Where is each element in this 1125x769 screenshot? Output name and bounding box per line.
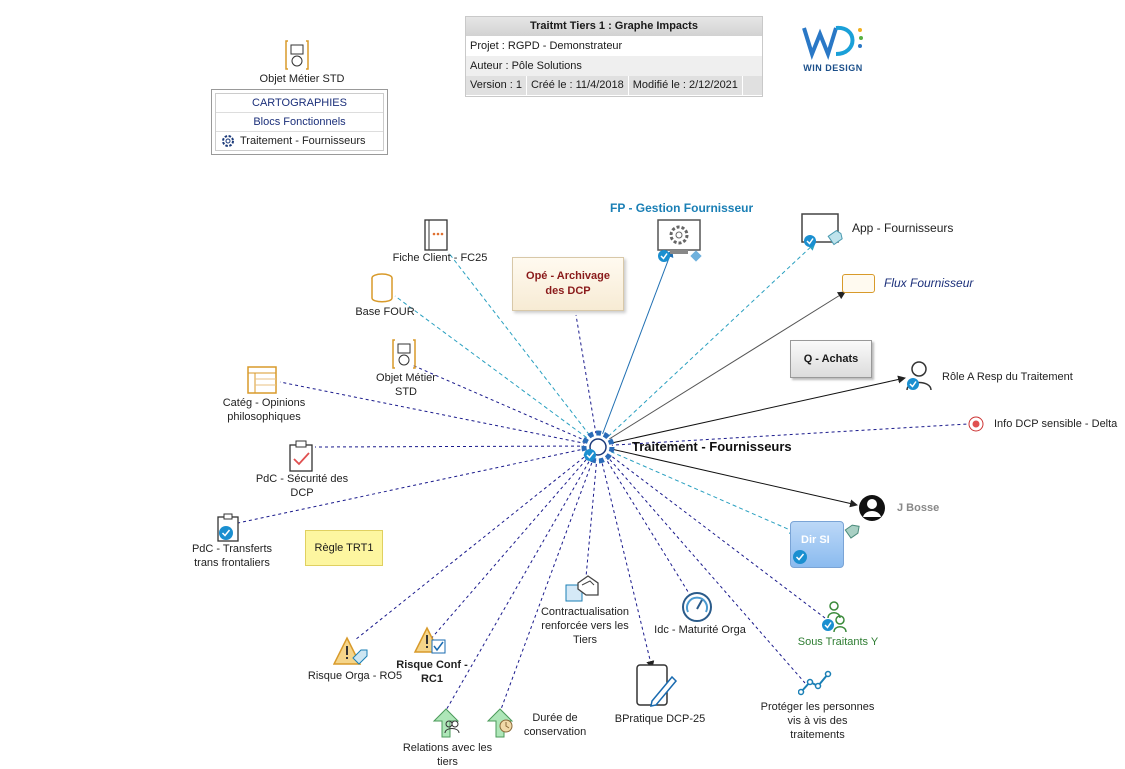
warning-tag-icon[interactable]: [332, 636, 369, 668]
info-label[interactable]: Info DCP sensible - Delta: [994, 418, 1118, 430]
link-objet: [411, 364, 599, 447]
header-meta: Version : 1 Créé le : 11/4/2018 Modifié …: [466, 76, 762, 95]
link-pdc-securite: [314, 445, 599, 448]
duree-label[interactable]: Durée de conservation: [523, 712, 587, 738]
header-version: Version : 1: [466, 76, 527, 95]
logo-text: WIN DESIGN: [803, 63, 863, 73]
regle-note[interactable]: Règle TRT1: [305, 530, 383, 566]
header-cree: Créé le : 11/4/2018: [527, 76, 629, 95]
link-risque-orga: [354, 445, 599, 641]
traitement-gear-icon[interactable]: [578, 427, 618, 467]
header-auteur: Auteur : Pôle Solutions: [466, 56, 762, 76]
link-role: [597, 375, 906, 447]
group-people-icon[interactable]: [818, 600, 848, 634]
contract-label[interactable]: Contractualisation renforcée vers les Ti…: [540, 606, 630, 646]
link-contract: [584, 445, 599, 589]
gear-icon: [220, 133, 236, 155]
legend-object-label: Objet Métier STD: [259, 73, 345, 85]
handshake-sign-icon[interactable]: [564, 573, 600, 603]
green-arrow-people-icon[interactable]: [430, 707, 462, 739]
object-std-node-icon[interactable]: [392, 339, 416, 369]
ope-archivage-box[interactable]: Opé - Archivage des DCP: [512, 257, 624, 311]
flux-label[interactable]: Flux Fournisseur: [884, 276, 974, 290]
idc-label[interactable]: Idc - Maturité Orga: [654, 624, 746, 636]
chart-line-icon[interactable]: [797, 670, 832, 696]
legend-traitement-label: Traitement - Fournisseurs: [240, 135, 366, 147]
link-fp: [597, 249, 674, 447]
q-achats-box[interactable]: Q - Achats: [790, 340, 872, 378]
tag-icon: [842, 523, 860, 541]
link-categ: [279, 381, 599, 447]
relations-label[interactable]: Relations avec les tiers: [402, 742, 493, 768]
diagram-header: Traitmt Tiers 1 : Graphe Impacts Projet …: [465, 16, 763, 97]
document-pen-icon[interactable]: [634, 663, 678, 711]
legend-cartographies: CARTOGRAPHIES: [216, 94, 383, 113]
legend-box: CARTOGRAPHIES Blocs Fonctionnels Traitem…: [211, 89, 388, 155]
link-proteger: [597, 445, 806, 684]
legend-traitement[interactable]: Traitement - Fournisseurs: [216, 132, 383, 150]
legend-blocs-fonctionnels: Blocs Fonctionnels: [216, 113, 383, 132]
table-orange-icon[interactable]: [247, 366, 277, 394]
link-idc: [597, 445, 691, 596]
sous-label[interactable]: Sous Traitants Y: [797, 636, 879, 648]
pdc-securite-label[interactable]: PdC - Sécurité des DCP: [255, 473, 349, 499]
link-fiche: [447, 251, 599, 447]
risque-orga-label[interactable]: Risque Orga - RO5: [307, 670, 403, 682]
link-dirsi: [597, 445, 798, 534]
pdc-transferts-label[interactable]: PdC - Transferts trans frontaliers: [191, 543, 273, 569]
app-window-icon[interactable]: [800, 212, 844, 250]
target-icon[interactable]: [968, 416, 984, 432]
database-icon[interactable]: [370, 273, 394, 303]
form-card-icon[interactable]: [424, 219, 448, 251]
link-risque-conf: [429, 445, 599, 641]
jbosse-avatar-icon[interactable]: [858, 494, 886, 522]
link-ope: [575, 314, 599, 447]
bpratique-label[interactable]: BPratique DCP-25: [614, 713, 706, 725]
center-label[interactable]: Traitement - Fournisseurs: [632, 439, 792, 454]
link-app: [597, 242, 816, 447]
fp-label[interactable]: FP - Gestion Fournisseur: [610, 201, 754, 215]
base-label[interactable]: Base FOUR: [355, 306, 415, 318]
role-person-icon[interactable]: [903, 360, 933, 392]
green-arrow-clock-icon[interactable]: [484, 707, 516, 739]
fp-app-icon[interactable]: [656, 218, 704, 264]
dir-si-box[interactable]: Dir SI: [790, 521, 844, 568]
categ-label[interactable]: Catég - Opinions philosophiques: [222, 397, 306, 423]
link-flux: [597, 291, 846, 447]
object-std-icon: [285, 40, 309, 70]
link-bpratique: [597, 445, 655, 669]
link-pdc-transferts: [237, 445, 599, 524]
windesign-logo: WIN DESIGN: [800, 20, 866, 73]
clipboard-tick-icon[interactable]: [287, 440, 315, 472]
link-info: [597, 423, 969, 447]
role-label[interactable]: Rôle A Resp du Traitement: [942, 371, 1073, 383]
app-label[interactable]: App - Fournisseurs: [852, 221, 954, 235]
clipboard-check-icon[interactable]: [214, 513, 244, 543]
objet-label[interactable]: Objet Métier STD: [376, 372, 436, 398]
header-modifie: Modifié le : 2/12/2021: [629, 76, 743, 95]
header-projet: Projet : RGPD - Demonstrateur: [470, 40, 623, 52]
warning-check-icon[interactable]: [413, 626, 449, 656]
diagram-title: Traitmt Tiers 1 : Graphe Impacts: [466, 17, 762, 36]
fiche-label[interactable]: Fiche Client - FC25: [392, 252, 488, 264]
proteger-label[interactable]: Protéger les personnes vis à vis des tra…: [760, 701, 875, 741]
link-jbosse: [597, 445, 858, 508]
link-duree: [499, 445, 599, 713]
jbosse-label[interactable]: J Bosse: [897, 502, 940, 514]
ope-label: Opé - Archivage des DCP: [526, 270, 610, 297]
link-base: [394, 295, 599, 447]
risque-conf-label[interactable]: Risque Conf - RC1: [396, 659, 468, 685]
gauge-icon[interactable]: [680, 590, 714, 624]
flux-box[interactable]: [842, 274, 875, 293]
dir-si-label: Dir SI: [801, 534, 830, 546]
